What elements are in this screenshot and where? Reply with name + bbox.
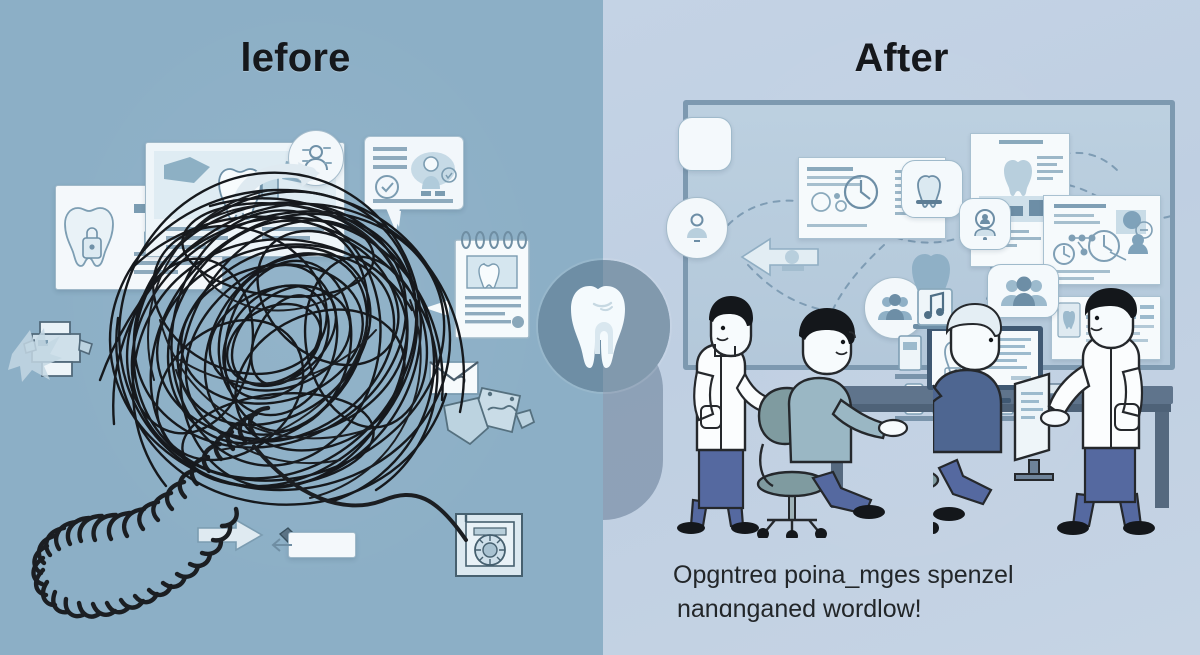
schedule-wallchart (1043, 195, 1161, 285)
dentist-with-tablet (1039, 288, 1155, 535)
arrow-burst-left (6, 318, 62, 388)
dentist-standing-left (677, 296, 792, 534)
tangled-scribble-ball (98, 171, 465, 506)
people-group-right (933, 288, 1155, 535)
caption-line-2: nanɑnganed wordlow! (677, 595, 922, 623)
music-note-icon (915, 286, 955, 328)
tablet-on-stand-right (1013, 372, 1054, 481)
caption-line-1: Opgntreɑ poina_mges spenzel (673, 561, 1014, 589)
speech-bubble-form (364, 136, 464, 227)
blank-label-card (288, 532, 356, 558)
center-tooth-medallion (538, 260, 670, 392)
patient-seated-right (933, 302, 1003, 521)
person-rounded-icon (959, 198, 1011, 250)
group-rounded-icon (987, 264, 1059, 318)
spiral-notepad (447, 228, 539, 343)
coiled-cable (31, 405, 271, 619)
people-group-left (677, 296, 909, 538)
tooth-bubble-icon-2 (901, 160, 963, 218)
dial-machine-panel (450, 508, 528, 582)
person-badge-board-icon (666, 197, 728, 259)
tooth-bubble-icon (678, 117, 732, 171)
staff-seated-left (787, 308, 909, 519)
group-bubble-icon (864, 277, 926, 339)
page-title-before: lefore (240, 36, 351, 80)
page-title-after: After (854, 36, 949, 80)
desk-leg-right (1155, 404, 1169, 508)
arrow-left-small (268, 534, 294, 556)
arrow-left-board (736, 233, 820, 283)
caption-text: Opgntreɑ poina_mges spenzel nanɑnganed w… (673, 558, 1143, 626)
before-panel: lefore (0, 0, 603, 655)
tooth-icon (571, 286, 625, 368)
cable-tail (252, 444, 468, 542)
office-chair-right (933, 472, 940, 534)
desk-apron (835, 404, 1171, 412)
scattered-papers (440, 370, 550, 450)
after-panel: After Opgntreɑ poina_mges spenzel nanɑng… (603, 0, 1200, 655)
